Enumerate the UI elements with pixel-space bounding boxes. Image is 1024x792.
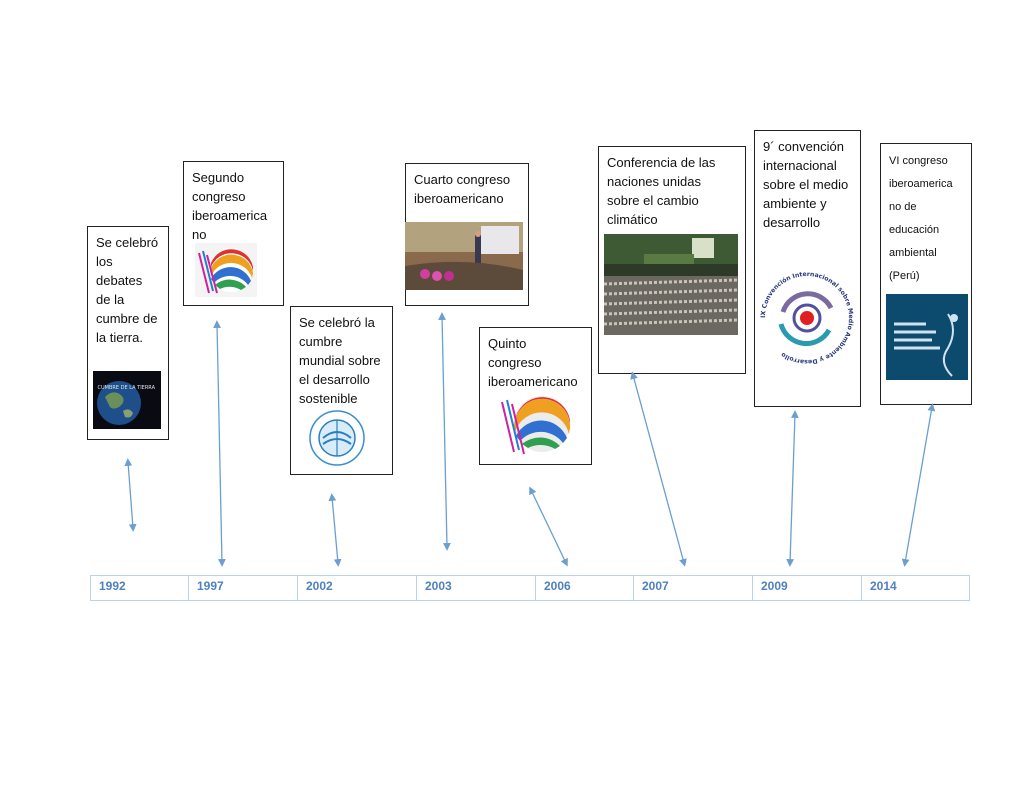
event-text: Cuarto congreso iberoamericano	[414, 172, 511, 206]
summit-globe-logo-icon	[309, 410, 365, 466]
year-label: 2014	[870, 579, 897, 593]
arrow-2014	[901, 403, 936, 567]
event-card-2009: 9´ convención internacional sobre el med…	[754, 130, 861, 407]
event-text: 9´ convención internacional sobre el med…	[763, 139, 849, 230]
un-hall-photo-icon	[604, 234, 738, 335]
year-label: 2002	[298, 576, 417, 600]
arrow-1997	[213, 320, 226, 567]
education-congress-banner-icon	[886, 294, 968, 380]
event-text: Quinto congreso iberoamericano	[488, 336, 578, 389]
arrow-2002	[328, 493, 342, 567]
year-label: 2009	[753, 576, 862, 600]
year-label: 2003	[417, 576, 536, 600]
event-text: Conferencia de las naciones unidas sobre…	[607, 155, 716, 227]
earth-photo-icon: CUMBRE DE LA TIERRA	[93, 371, 161, 429]
congress-ball-logo-icon	[500, 390, 572, 462]
arrow-2007	[630, 371, 687, 567]
timeline-year-strip: 1992 1997 2002 2003 2006 2007 2009 2014	[90, 575, 970, 601]
arrow-1992	[124, 458, 137, 532]
year-label: 1992	[91, 576, 189, 600]
convention-seal-logo-icon: IX Convención Internacional sobre Medio …	[760, 271, 854, 365]
event-text: Se celebró la cumbre mundial sobre el de…	[299, 315, 381, 406]
conference-room-photo-icon	[405, 222, 523, 290]
svg-text:CUMBRE DE LA TIERRA: CUMBRE DE LA TIERRA	[98, 385, 156, 391]
arrow-2003	[438, 312, 451, 551]
congress-ball-logo-icon	[195, 243, 257, 297]
arrow-2006	[529, 486, 568, 567]
event-text: VI congreso iberoamerica no de educación…	[889, 155, 953, 282]
year-label: 2006	[536, 576, 634, 600]
arrow-2009	[786, 410, 799, 567]
event-text: Segundo congreso iberoamerica no	[192, 170, 268, 242]
year-label: 2007	[634, 576, 753, 600]
event-text: Se celebró los debates de la cumbre de l…	[96, 235, 159, 345]
year-label: 1997	[189, 576, 298, 600]
